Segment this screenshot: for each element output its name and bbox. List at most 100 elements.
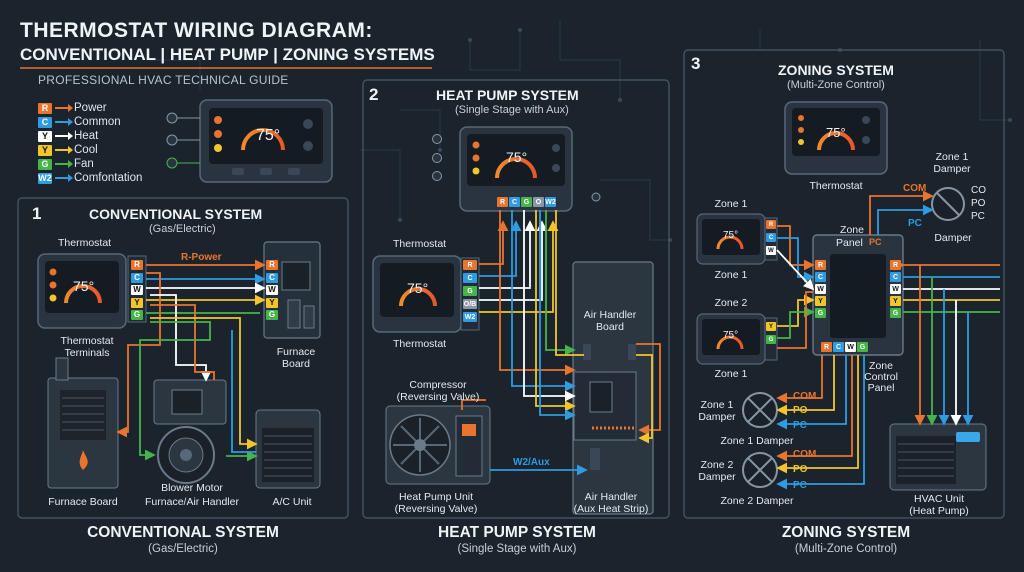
- hp-footer-subtitle: (Single Stage with Aux): [457, 543, 577, 555]
- terminal-chip: R: [266, 260, 278, 270]
- hp-top-thermostat-temp: 75°: [506, 149, 528, 165]
- zone2-thermostat-temp: 75°: [723, 330, 739, 341]
- legend-label: Cool: [74, 144, 98, 156]
- hvac-unit: [889, 423, 987, 491]
- circuit-nodes: [398, 28, 1012, 242]
- terminal-chip: Y: [766, 322, 776, 331]
- terminal-chip: R: [766, 220, 776, 229]
- compressor-label-2: (Reversing Valve): [396, 391, 480, 403]
- terminal-chip: C: [131, 272, 143, 283]
- conv-footer-subtitle: (Gas/Electric): [148, 543, 218, 555]
- zone2-top-label: Zone 2: [714, 297, 748, 309]
- zone2-damper-icon: [742, 452, 778, 488]
- heat-pump-unit-label-1: Heat Pump Unit: [398, 491, 474, 503]
- zoning-thermostat-temp: 75°: [826, 125, 846, 140]
- terminal-chip: Y: [266, 297, 278, 308]
- terminal-chip: C: [463, 273, 477, 283]
- furnace-unit: [47, 357, 119, 489]
- header-thermostat-temp: 75°: [256, 127, 281, 144]
- zoning-section-number: 3: [691, 54, 701, 73]
- terminal-chip: R: [131, 260, 143, 270]
- hp-footer-title: HEAT PUMP SYSTEM: [438, 524, 596, 541]
- legend-arrow-icon: [55, 160, 73, 168]
- terminal-chip: W: [890, 284, 901, 294]
- zone1-damper-label-1: Zone 1: [700, 399, 734, 411]
- terminal-chip: W2: [545, 197, 556, 207]
- zone1-thermostat: [696, 213, 778, 265]
- legend-item: Y Cool: [38, 143, 142, 157]
- zone1-damper-title-2: Damper: [933, 163, 971, 175]
- terminal-chip: C: [890, 272, 901, 282]
- r-power-label: R-Power: [181, 252, 222, 263]
- terminal-chip: W2: [463, 312, 477, 322]
- zone1-damper-icon: [742, 392, 778, 428]
- legend-arrow-icon: [55, 146, 73, 154]
- conventional-frame: [17, 197, 349, 519]
- terminals-label-1: Thermostat: [60, 335, 114, 347]
- legend-chip: Y: [38, 130, 52, 142]
- terminal-chip: W: [766, 246, 776, 255]
- hp-top-thermostat: [432, 126, 601, 212]
- terminal-chip: W: [266, 285, 278, 295]
- blower-label-1: Blower Motor: [161, 482, 223, 494]
- legend-chip: Y: [38, 144, 52, 156]
- zd1-com: COM: [793, 391, 817, 402]
- terminal-chip: C: [509, 197, 520, 207]
- terminal-chip: W: [815, 284, 826, 294]
- conv-thermostat: [37, 253, 127, 329]
- zd2-po: PO: [793, 464, 808, 475]
- terminal-chip: G: [815, 308, 826, 318]
- air-handler-label-2: (Aux Heat Strip): [573, 503, 649, 515]
- top-damper: [931, 187, 965, 221]
- legend-arrow-icon: [55, 174, 73, 182]
- furnace-board-label-2: Board: [281, 358, 311, 370]
- zd1-pc: PC: [793, 420, 807, 431]
- air-handler-label-1: Air Handler: [584, 491, 638, 503]
- terminal-chip: G: [131, 310, 143, 320]
- zone1-damper-label-2: Damper: [698, 411, 736, 423]
- terminal-chip: G: [766, 335, 776, 344]
- hp-section-subtitle: (Single Stage with Aux): [455, 104, 569, 116]
- air-handler-board-label-2: Board: [595, 321, 625, 333]
- pc-label: PC: [908, 218, 922, 229]
- damper-terminal-label: PC: [971, 211, 985, 222]
- terminal-chip: C: [833, 342, 844, 352]
- zone2-bottom-label: Zone 1: [714, 368, 748, 380]
- legend-arrow-icon: [55, 118, 73, 126]
- compressor-label-1: Compressor: [409, 379, 467, 391]
- header-thermostat: [166, 99, 333, 183]
- legend-label: Power: [74, 102, 107, 114]
- terminal-chip: O: [533, 197, 544, 207]
- hvac-unit-label-1: HVAC Unit: [914, 493, 964, 505]
- zone1-damper-title-1: Zone 1: [935, 151, 969, 163]
- conv-section-number: 1: [32, 204, 42, 223]
- terminal-chip: Y: [890, 296, 901, 306]
- terminal-chip: Y: [131, 297, 143, 308]
- zone-panel: [812, 234, 904, 356]
- legend-label: Common: [74, 116, 121, 128]
- terminal-chip: G: [890, 308, 901, 318]
- conv-thermostat-label: Thermostat: [58, 237, 112, 249]
- zoning-section-subtitle: (Multi-Zone Control): [787, 79, 885, 91]
- zoning-section-title: ZONING SYSTEM: [778, 62, 894, 78]
- hp-section-number: 2: [369, 85, 379, 104]
- terminal-chip: C: [815, 272, 826, 282]
- hp-wires: [461, 210, 661, 476]
- terminal-chip: Y: [815, 296, 826, 306]
- conv-section-title: CONVENTIONAL SYSTEM: [89, 206, 263, 222]
- terminal-chip: R: [497, 197, 508, 207]
- blower-motor: [153, 379, 227, 484]
- w2-aux-label: W2/Aux: [513, 457, 550, 468]
- legend-chip: R: [38, 102, 52, 114]
- damper-terminal-label: PO: [971, 198, 986, 209]
- terminal-chip: C: [266, 272, 278, 283]
- blower-label-2: Furnace/Air Handler: [145, 496, 239, 508]
- conv-wires: [116, 259, 266, 462]
- page-subtitle: PROFESSIONAL HVAC TECHNICAL GUIDE: [38, 73, 289, 87]
- conv-thermostat-temp: 75°: [73, 278, 95, 294]
